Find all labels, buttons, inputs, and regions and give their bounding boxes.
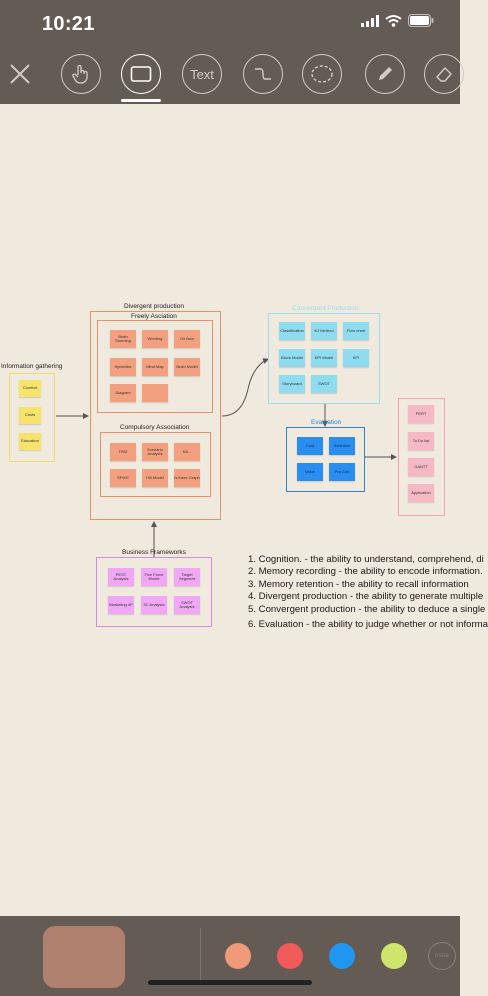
lasso-icon bbox=[311, 65, 333, 83]
text-tool-button[interactable]: Text bbox=[182, 54, 222, 94]
info-gathering-title: Information gathering bbox=[1, 363, 63, 370]
close-icon[interactable] bbox=[8, 62, 32, 86]
hand-tool-button[interactable] bbox=[61, 54, 101, 94]
whiteboard-canvas[interactable]: Information gathering Comfort Costs Educ… bbox=[0, 104, 488, 916]
convergent-frame[interactable] bbox=[268, 313, 380, 404]
color-swatch-red[interactable] bbox=[277, 943, 303, 969]
sticky-note[interactable]: TRIZ bbox=[110, 443, 136, 461]
sticky-note[interactable]: Comfort bbox=[19, 380, 41, 397]
sticky-note[interactable]: Wording bbox=[142, 330, 168, 348]
color-swatch-green[interactable] bbox=[381, 943, 407, 969]
divergent-frame[interactable] bbox=[90, 311, 221, 520]
evaluation-frame[interactable] bbox=[286, 427, 365, 492]
status-icons bbox=[361, 14, 434, 27]
sticky-note[interactable]: Brain Model bbox=[174, 358, 200, 376]
divider bbox=[200, 928, 201, 984]
curve-icon bbox=[255, 68, 271, 80]
list-item: 3. Memory retention - the ability to rec… bbox=[248, 578, 469, 590]
sticky-note[interactable]: Diagram bbox=[110, 384, 136, 402]
list-item: 6. Evaluation - the ability to judge whe… bbox=[248, 619, 488, 631]
list-item: 2. Memory recording - the ability to enc… bbox=[248, 566, 483, 578]
sticky-note[interactable]: To Do list bbox=[408, 432, 434, 450]
sticky-note[interactable]: Block Model bbox=[279, 349, 305, 367]
color-swatch-blue[interactable] bbox=[329, 943, 355, 969]
sticky-note[interactable]: Ox Bow bbox=[174, 330, 200, 348]
planning-frame[interactable] bbox=[398, 398, 445, 516]
signal-icon bbox=[361, 14, 379, 27]
list-item: 4. Divergent production - the ability to… bbox=[248, 591, 484, 603]
sticky-note[interactable]: Pro Con bbox=[329, 463, 355, 481]
sticky-note[interactable]: Education bbox=[19, 433, 41, 450]
evaluation-title: Evaluation bbox=[311, 419, 342, 426]
sticky-note[interactable]: Brain Storming bbox=[110, 330, 136, 348]
freely-frame[interactable] bbox=[97, 320, 213, 413]
curve-tool-button[interactable] bbox=[243, 54, 283, 94]
divergent-title: Divergent production bbox=[124, 303, 184, 310]
sticky-note[interactable]: KJ Method bbox=[311, 322, 337, 340]
sticky-note[interactable]: PEST Analysis bbox=[108, 568, 134, 586]
sticky-note[interactable]: PERT bbox=[408, 405, 434, 423]
sticky-note[interactable]: Application bbox=[408, 484, 434, 502]
sticky-note[interactable]: Scenario Analysis bbox=[142, 443, 168, 461]
business-frame[interactable] bbox=[96, 557, 212, 627]
sticky-note[interactable] bbox=[142, 384, 168, 402]
hand-icon bbox=[72, 64, 88, 84]
sticky-note[interactable]: Synectics bbox=[110, 358, 136, 376]
sticky-note[interactable]: Storyboard bbox=[279, 375, 305, 393]
current-color-swatch[interactable] bbox=[43, 926, 125, 988]
sticky-note[interactable]: SPIKE bbox=[110, 469, 136, 487]
business-title: Business Frameworks bbox=[122, 549, 186, 556]
sticky-note[interactable]: GANTT bbox=[408, 458, 434, 476]
freely-title: Freely Asciation bbox=[131, 313, 177, 320]
list-item: 5. Convergent production - the ability t… bbox=[248, 603, 486, 615]
connector-arrows bbox=[56, 358, 397, 557]
eraser-icon bbox=[436, 66, 452, 82]
sticky-note[interactable]: Hill Model bbox=[142, 469, 168, 487]
sticky-note[interactable]: SWOT Analysis bbox=[174, 596, 200, 614]
eraser-tool-button[interactable] bbox=[424, 54, 464, 94]
top-toolbar: 10:21 Text bbox=[0, 0, 464, 104]
compulsory-frame[interactable] bbox=[100, 432, 211, 497]
pen-tool-button[interactable] bbox=[365, 54, 405, 94]
sticky-note[interactable]: Value bbox=[297, 463, 323, 481]
sticky-note[interactable]: Kill... bbox=[174, 443, 200, 461]
home-indicator bbox=[148, 980, 312, 985]
compulsory-title: Compulsory Association bbox=[120, 424, 190, 431]
status-time: 10:21 bbox=[42, 13, 95, 35]
sticky-note[interactable]: Marketing 4P bbox=[108, 596, 134, 614]
sticky-note[interactable]: Five Force Model bbox=[141, 568, 167, 586]
sticky-note[interactable]: 3C Analysis bbox=[141, 596, 167, 614]
rectangle-icon bbox=[130, 66, 152, 82]
pencil-icon bbox=[379, 67, 392, 80]
sticky-note[interactable]: Is there Graph bbox=[174, 469, 200, 487]
sticky-note[interactable]: Classification bbox=[279, 322, 305, 340]
sticky-note[interactable]: SWOT bbox=[311, 375, 337, 393]
info-gathering-frame[interactable] bbox=[9, 373, 55, 462]
sticky-note[interactable]: Costs bbox=[19, 407, 41, 424]
battery-icon bbox=[408, 14, 434, 27]
lasso-tool-button[interactable] bbox=[302, 54, 342, 94]
sticky-note[interactable]: KPI bbox=[343, 349, 369, 367]
sticky-note[interactable]: KPI Model bbox=[311, 349, 337, 367]
color-palette-bar: more bbox=[0, 916, 460, 996]
sticky-note[interactable]: Mind Map bbox=[142, 358, 168, 376]
sticky-note[interactable]: Cost bbox=[297, 437, 323, 455]
list-item: 1. Cognition. - the ability to understan… bbox=[248, 554, 484, 565]
convergent-title: Convergent Production bbox=[292, 305, 359, 312]
sticky-note[interactable]: Target Segment bbox=[174, 568, 200, 586]
active-tool-indicator bbox=[121, 99, 161, 102]
text-block[interactable]: 1. Cognition. - the ability to understan… bbox=[248, 554, 488, 631]
more-colors-button[interactable]: more bbox=[428, 942, 456, 970]
sticky-note[interactable]: Schedule bbox=[329, 437, 355, 455]
rectangle-tool-button[interactable] bbox=[121, 54, 161, 94]
color-swatch-orange[interactable] bbox=[225, 943, 251, 969]
text-tool-label: Text bbox=[190, 66, 214, 82]
sticky-note[interactable]: Flow chart bbox=[343, 322, 369, 340]
wifi-icon bbox=[385, 14, 402, 27]
